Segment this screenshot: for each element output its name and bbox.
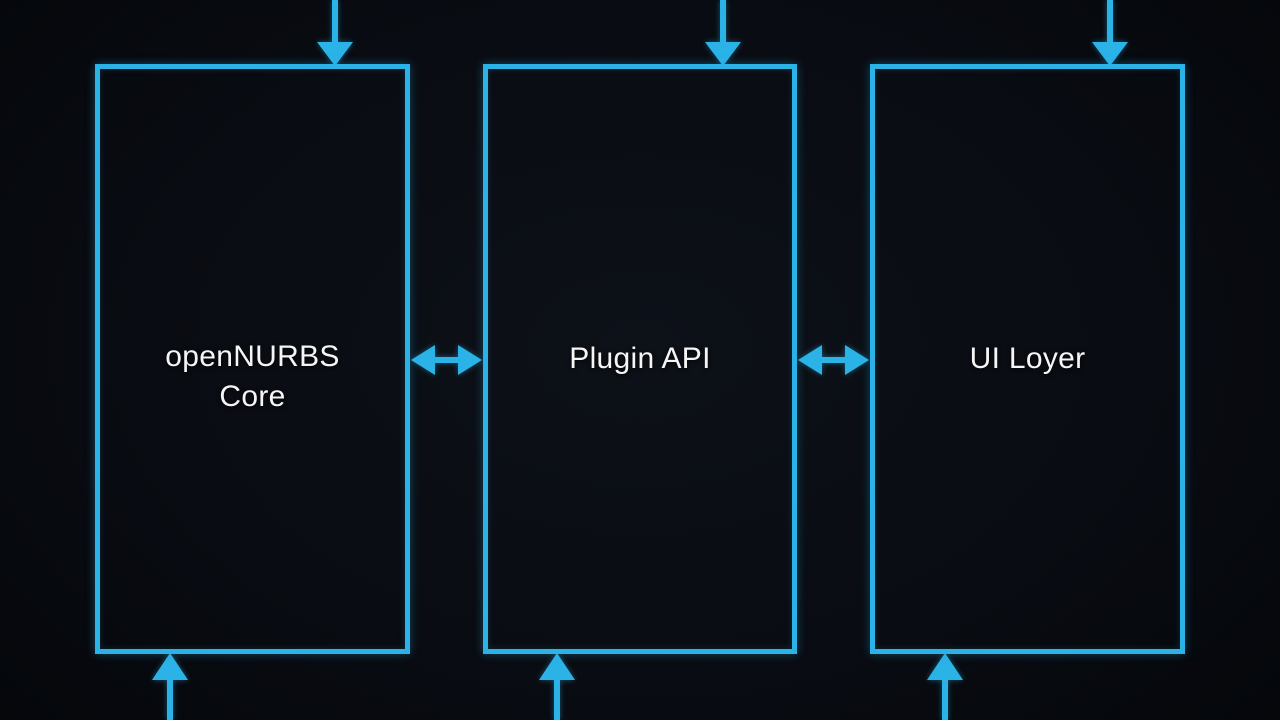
- arrow-left-right-icon: [411, 345, 482, 375]
- node-plugin-api: Plugin API: [483, 64, 797, 654]
- arrow-up-icon: [152, 653, 188, 720]
- node-ui-layer-label: UI Loyer: [970, 339, 1086, 379]
- arrow-up-icon: [539, 653, 575, 720]
- node-opennurbs-core-label: openNURBS Core: [165, 337, 339, 417]
- node-label-line: UI Loyer: [969, 342, 1086, 375]
- arrow-left-right-icon: [798, 345, 869, 375]
- arrow-up-icon: [927, 653, 963, 720]
- node-label-line: openNURBS: [165, 340, 340, 373]
- node-plugin-api-label: Plugin API: [569, 339, 710, 379]
- node-label-line: Core: [219, 380, 286, 413]
- node-ui-layer: UI Loyer: [870, 64, 1185, 654]
- arrow-down-icon: [317, 0, 353, 66]
- node-opennurbs-core: openNURBS Core: [95, 64, 410, 654]
- arrow-down-icon: [1092, 0, 1128, 66]
- arrow-down-icon: [705, 0, 741, 66]
- node-label-line: Plugin API: [569, 342, 711, 375]
